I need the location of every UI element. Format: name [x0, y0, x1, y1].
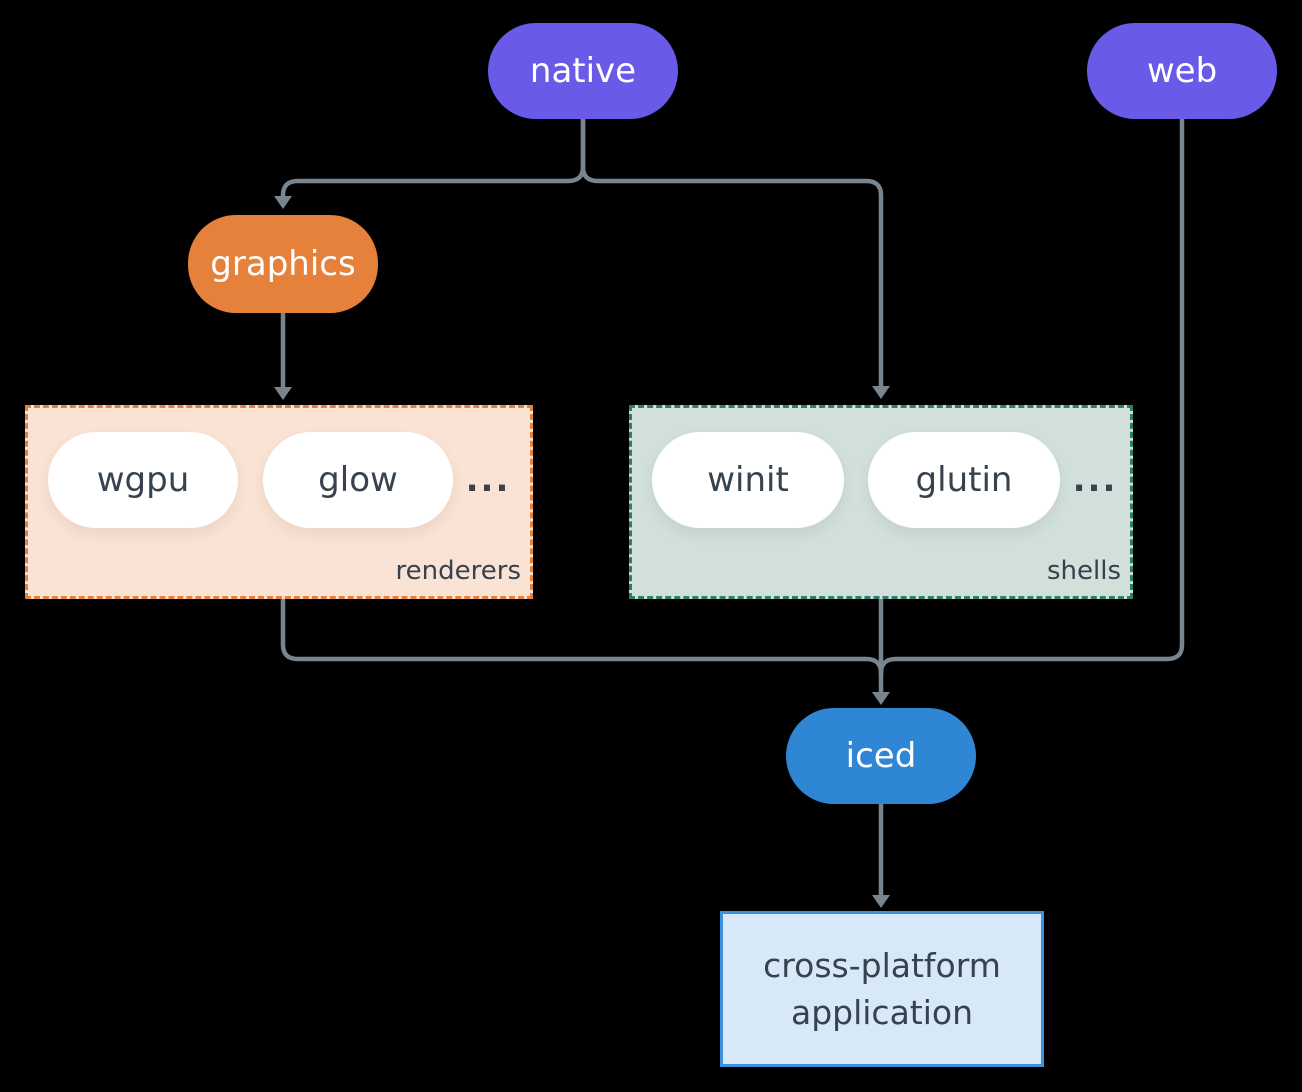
arrowhead-graphics-to-renderers: [274, 387, 292, 400]
node-iced: iced: [786, 708, 976, 804]
node-native: native: [488, 23, 678, 119]
node-winit-label: winit: [707, 460, 789, 500]
node-web: web: [1087, 23, 1277, 119]
node-graphics: graphics: [188, 215, 378, 313]
node-application-label-line1: cross-platform: [763, 946, 1001, 985]
node-application-label-line2: application: [790, 993, 974, 1032]
node-application: cross-platform application: [720, 911, 1044, 1067]
node-wgpu-label: wgpu: [96, 460, 190, 500]
node-glutin: glutin: [868, 432, 1060, 528]
connector-renderers-to-merge: [280, 596, 884, 676]
arrowhead-native-to-graphics: [274, 196, 292, 209]
node-winit: winit: [652, 432, 844, 528]
arrowhead-native-to-shells: [872, 386, 890, 399]
shells-ellipsis: ...: [1072, 460, 1118, 500]
node-glutin-label: glutin: [915, 460, 1013, 500]
node-native-label: native: [529, 51, 637, 91]
connector-native-to-graphics: [280, 116, 586, 200]
node-glow-label: glow: [318, 460, 398, 500]
arrowhead-iced-to-application: [872, 895, 890, 908]
shells-group-label: shells: [1046, 556, 1121, 586]
node-iced-label: iced: [845, 736, 917, 776]
renderers-group-label: renderers: [395, 556, 521, 586]
connector-native-to-shells: [580, 116, 884, 390]
renderers-ellipsis: ...: [465, 460, 511, 500]
node-graphics-label: graphics: [210, 244, 356, 284]
arrowhead-shells-to-iced: [872, 692, 890, 705]
node-wgpu: wgpu: [48, 432, 238, 528]
node-glow: glow: [263, 432, 453, 528]
node-web-label: web: [1146, 51, 1218, 91]
